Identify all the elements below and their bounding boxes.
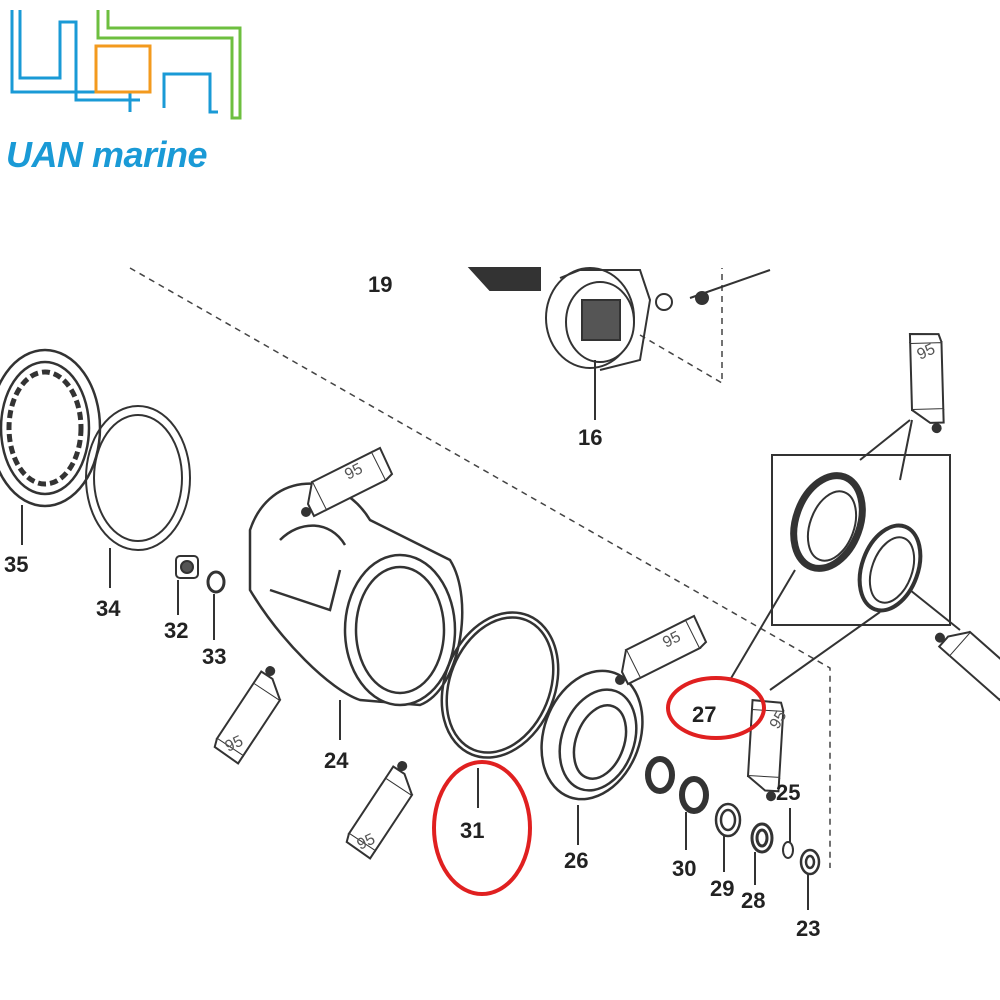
part-31-o-ring: [440, 611, 560, 759]
part-label-25: 25: [776, 780, 800, 805]
part-label-33: 33: [202, 644, 226, 669]
part-35-bearing: [0, 348, 102, 508]
part-label-19: 19: [368, 272, 392, 297]
logo-orange-square: [94, 44, 152, 94]
sealant-tube: 95: [300, 447, 393, 518]
sealant-code-text: 95: [767, 708, 791, 732]
part-27-seal-box: [729, 419, 961, 691]
part-32-fitting: [175, 555, 199, 579]
part-24-housing: [248, 482, 464, 707]
part-label-23: 23: [796, 916, 820, 941]
sealant-code-text: 95: [223, 733, 246, 756]
dashed-guides: [129, 267, 831, 868]
part-label-32: 32: [164, 618, 188, 643]
part-label-27: 27: [692, 702, 716, 727]
sealant-tube: 95: [614, 615, 707, 686]
part-label-29: 29: [710, 876, 734, 901]
part-33-o-ring: [206, 570, 226, 594]
logo-text: UAN marine: [6, 134, 208, 175]
part-25-o-ring: [782, 841, 794, 859]
svg-text:95: 95: [660, 628, 684, 651]
part-28-nut: [750, 822, 774, 854]
part-label-34: 34: [96, 596, 121, 621]
svg-text:95: 95: [342, 460, 366, 483]
sealant-code-text: 95: [355, 831, 378, 854]
part-label-28: 28: [741, 888, 765, 913]
part-34-lock-ring: [85, 405, 191, 551]
part-label-26: 26: [564, 848, 588, 873]
part-30-seal: [645, 756, 709, 814]
part-label-24: 24: [324, 748, 349, 773]
part-label-35: 35: [4, 552, 28, 577]
sealant-tube: [324, 758, 440, 866]
part-29-seal: [714, 802, 742, 838]
part-23-nut: [799, 848, 821, 876]
sealant-code-text: 95: [915, 341, 938, 364]
part-26-bearing: [540, 669, 644, 801]
logo-green-stroke: [96, 10, 242, 120]
highlight-circle-31: [432, 760, 532, 896]
part-label-16: 16: [578, 425, 602, 450]
part-label-31: 31: [460, 818, 484, 843]
highlight-circle-27: [666, 676, 766, 740]
uan-marine-logo: [10, 10, 242, 120]
sealant-tube: [875, 322, 979, 436]
part-16-clutch: [467, 267, 771, 371]
sealant-tube: [192, 663, 308, 771]
logo-blue-stroke: [18, 10, 140, 102]
part-label-30: 30: [672, 856, 696, 881]
